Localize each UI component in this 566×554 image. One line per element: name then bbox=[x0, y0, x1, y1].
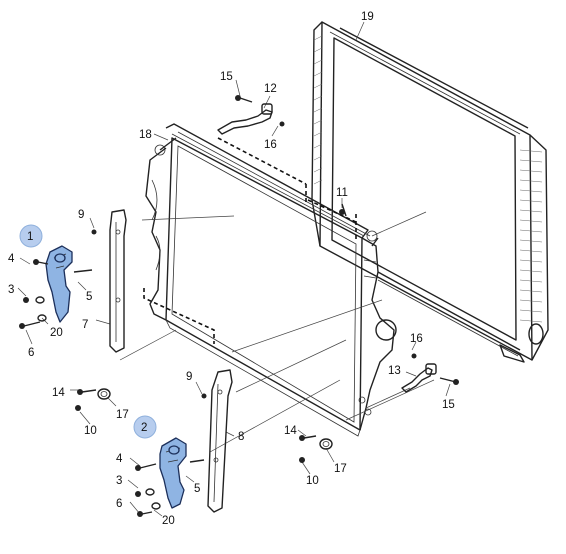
callout-6: 6 bbox=[116, 498, 122, 510]
callout-badge-1 bbox=[19, 224, 43, 248]
callout-labels: 19 15 12 16 18 11 9 1 4 3 5 20 6 7 16 13… bbox=[8, 11, 455, 527]
mount-bracket-1 bbox=[45, 245, 73, 323]
callout-4: 4 bbox=[8, 253, 15, 265]
callout-17: 17 bbox=[334, 463, 347, 475]
callout-15: 15 bbox=[442, 399, 455, 411]
callout-14: 14 bbox=[52, 387, 65, 399]
badge-circle bbox=[19, 224, 43, 248]
callout-1: 1 bbox=[27, 231, 33, 243]
callout-5: 5 bbox=[86, 291, 92, 303]
callout-5: 5 bbox=[194, 483, 200, 495]
callout-15: 15 bbox=[220, 71, 233, 83]
callout-20: 20 bbox=[162, 515, 175, 527]
callout-12: 12 bbox=[264, 83, 277, 95]
callout-18: 18 bbox=[139, 129, 152, 141]
callout-10: 10 bbox=[306, 475, 319, 487]
bracket-7 bbox=[109, 209, 127, 353]
callout-16: 16 bbox=[410, 333, 423, 345]
callout-17: 17 bbox=[116, 409, 129, 421]
callout-11: 11 bbox=[336, 187, 348, 199]
callout-20: 20 bbox=[50, 327, 63, 339]
front-radiator-18 bbox=[145, 123, 397, 437]
callout-13: 13 bbox=[388, 365, 401, 377]
callout-8: 8 bbox=[238, 431, 244, 443]
callout-6: 6 bbox=[28, 347, 34, 359]
badge-circle bbox=[133, 415, 157, 439]
callout-19: 19 bbox=[361, 11, 374, 23]
fasteners-lower-right bbox=[299, 203, 347, 463]
rear-radiator-19 bbox=[311, 21, 549, 363]
fasteners-lower-left bbox=[75, 388, 207, 517]
callout-14: 14 bbox=[284, 425, 297, 437]
callout-9: 9 bbox=[78, 209, 84, 221]
callout-3: 3 bbox=[116, 475, 122, 487]
assembly-dashed-lines bbox=[143, 137, 357, 344]
fasteners-upper-left bbox=[19, 229, 97, 329]
leader-lines bbox=[17, 21, 451, 517]
callout-3: 3 bbox=[8, 284, 14, 296]
callout-9: 9 bbox=[186, 371, 192, 383]
callout-10: 10 bbox=[84, 425, 97, 437]
mount-bracket-2 bbox=[159, 437, 187, 509]
callout-7: 7 bbox=[82, 319, 88, 331]
callout-badge-2 bbox=[133, 415, 157, 439]
bracket-12 bbox=[217, 95, 285, 135]
callout-16: 16 bbox=[264, 139, 277, 151]
bracket-13 bbox=[401, 353, 459, 393]
callout-2: 2 bbox=[141, 422, 147, 434]
bracket-8 bbox=[207, 369, 233, 513]
callout-4: 4 bbox=[116, 453, 123, 465]
